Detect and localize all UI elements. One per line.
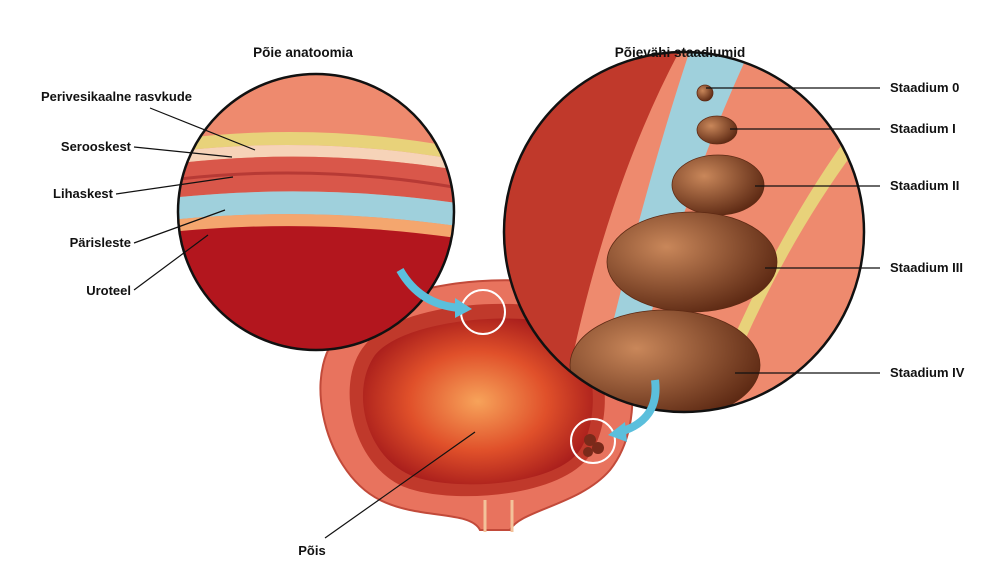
stages-magnifier	[502, 50, 866, 414]
label-perivesical-fat: Perivesikaalne rasvkude	[41, 89, 192, 104]
anatomy-magnifier	[176, 72, 456, 352]
tumor-marker-circle	[570, 418, 616, 464]
anatomy-title: Põie anatoomia	[253, 45, 353, 60]
label-stage-1: Staadium I	[890, 121, 956, 136]
tumor-stage-2	[671, 154, 765, 216]
label-urothelium: Uroteel	[86, 283, 131, 298]
label-muscle-layer: Lihaskest	[53, 186, 114, 201]
label-lamina-propria: Pärisleste	[70, 235, 131, 250]
arrow-to-anatomy	[396, 267, 461, 312]
tumor-stage-1	[696, 115, 738, 145]
label-stage-3: Staadium III	[890, 260, 963, 275]
label-stage-4: Staadium IV	[890, 365, 965, 380]
tumor-stage-4	[569, 309, 761, 412]
label-serosa: Serooskest	[61, 139, 132, 154]
tumor-stage-3	[606, 211, 778, 313]
label-stage-2: Staadium II	[890, 178, 959, 193]
label-bladder: Põis	[298, 543, 325, 558]
label-stage-0: Staadium 0	[890, 80, 959, 95]
arrow-to-tumor	[618, 379, 660, 436]
stages-title: Põievähi staadiumid	[615, 45, 746, 60]
tumor-stage-0	[696, 84, 714, 102]
